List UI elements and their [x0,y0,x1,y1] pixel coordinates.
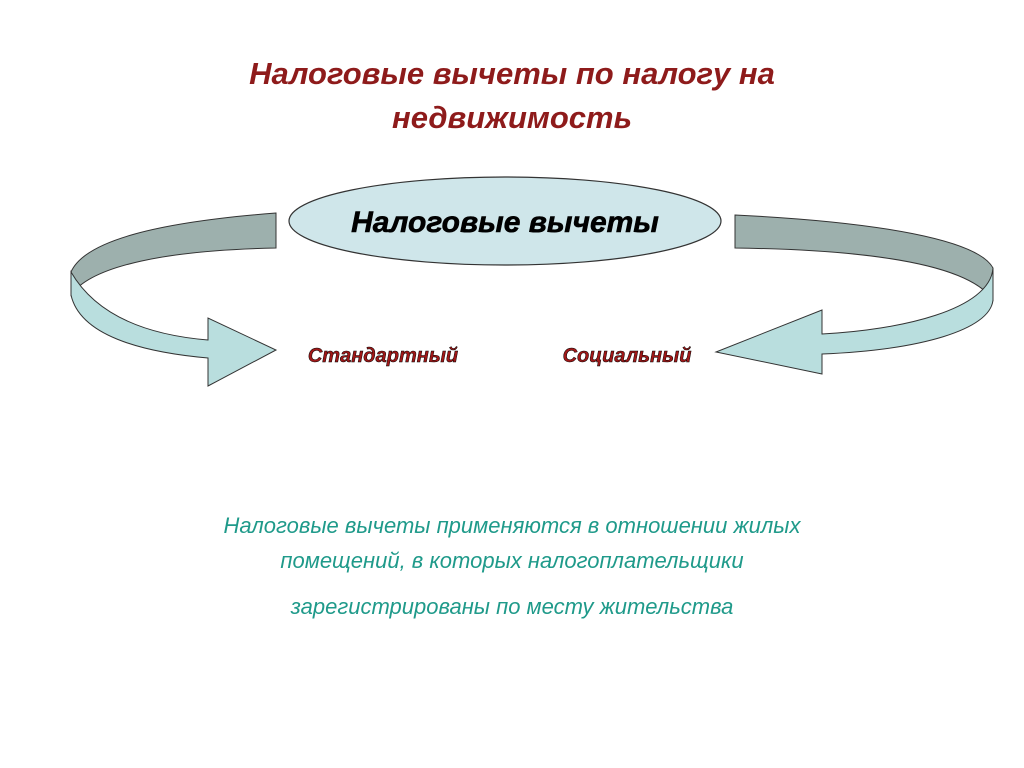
left-arrow-band [70,212,277,297]
title-line-1: Налоговые вычеты по налогу на [249,56,775,91]
branch-standard-label: Стандартный [308,345,458,367]
description-line-1: Налоговые вычеты применяются в отношении… [223,513,801,538]
branch-social-label: Социальный [563,345,692,367]
title-line-2: недвижимость [391,100,632,135]
description-line-3: зарегистрированы по месту жительства [290,594,734,619]
right-curved-arrow [714,267,994,375]
center-ellipse [288,176,722,266]
right-arrow-band [734,214,994,302]
left-curved-arrow [70,270,278,387]
description-line-2: помещений, в которых налогоплательщики [280,548,744,573]
center-ellipse-label: Налоговые вычеты [351,206,659,239]
slide-title: Налоговые вычеты по налогу на недвижимос… [0,52,1024,140]
